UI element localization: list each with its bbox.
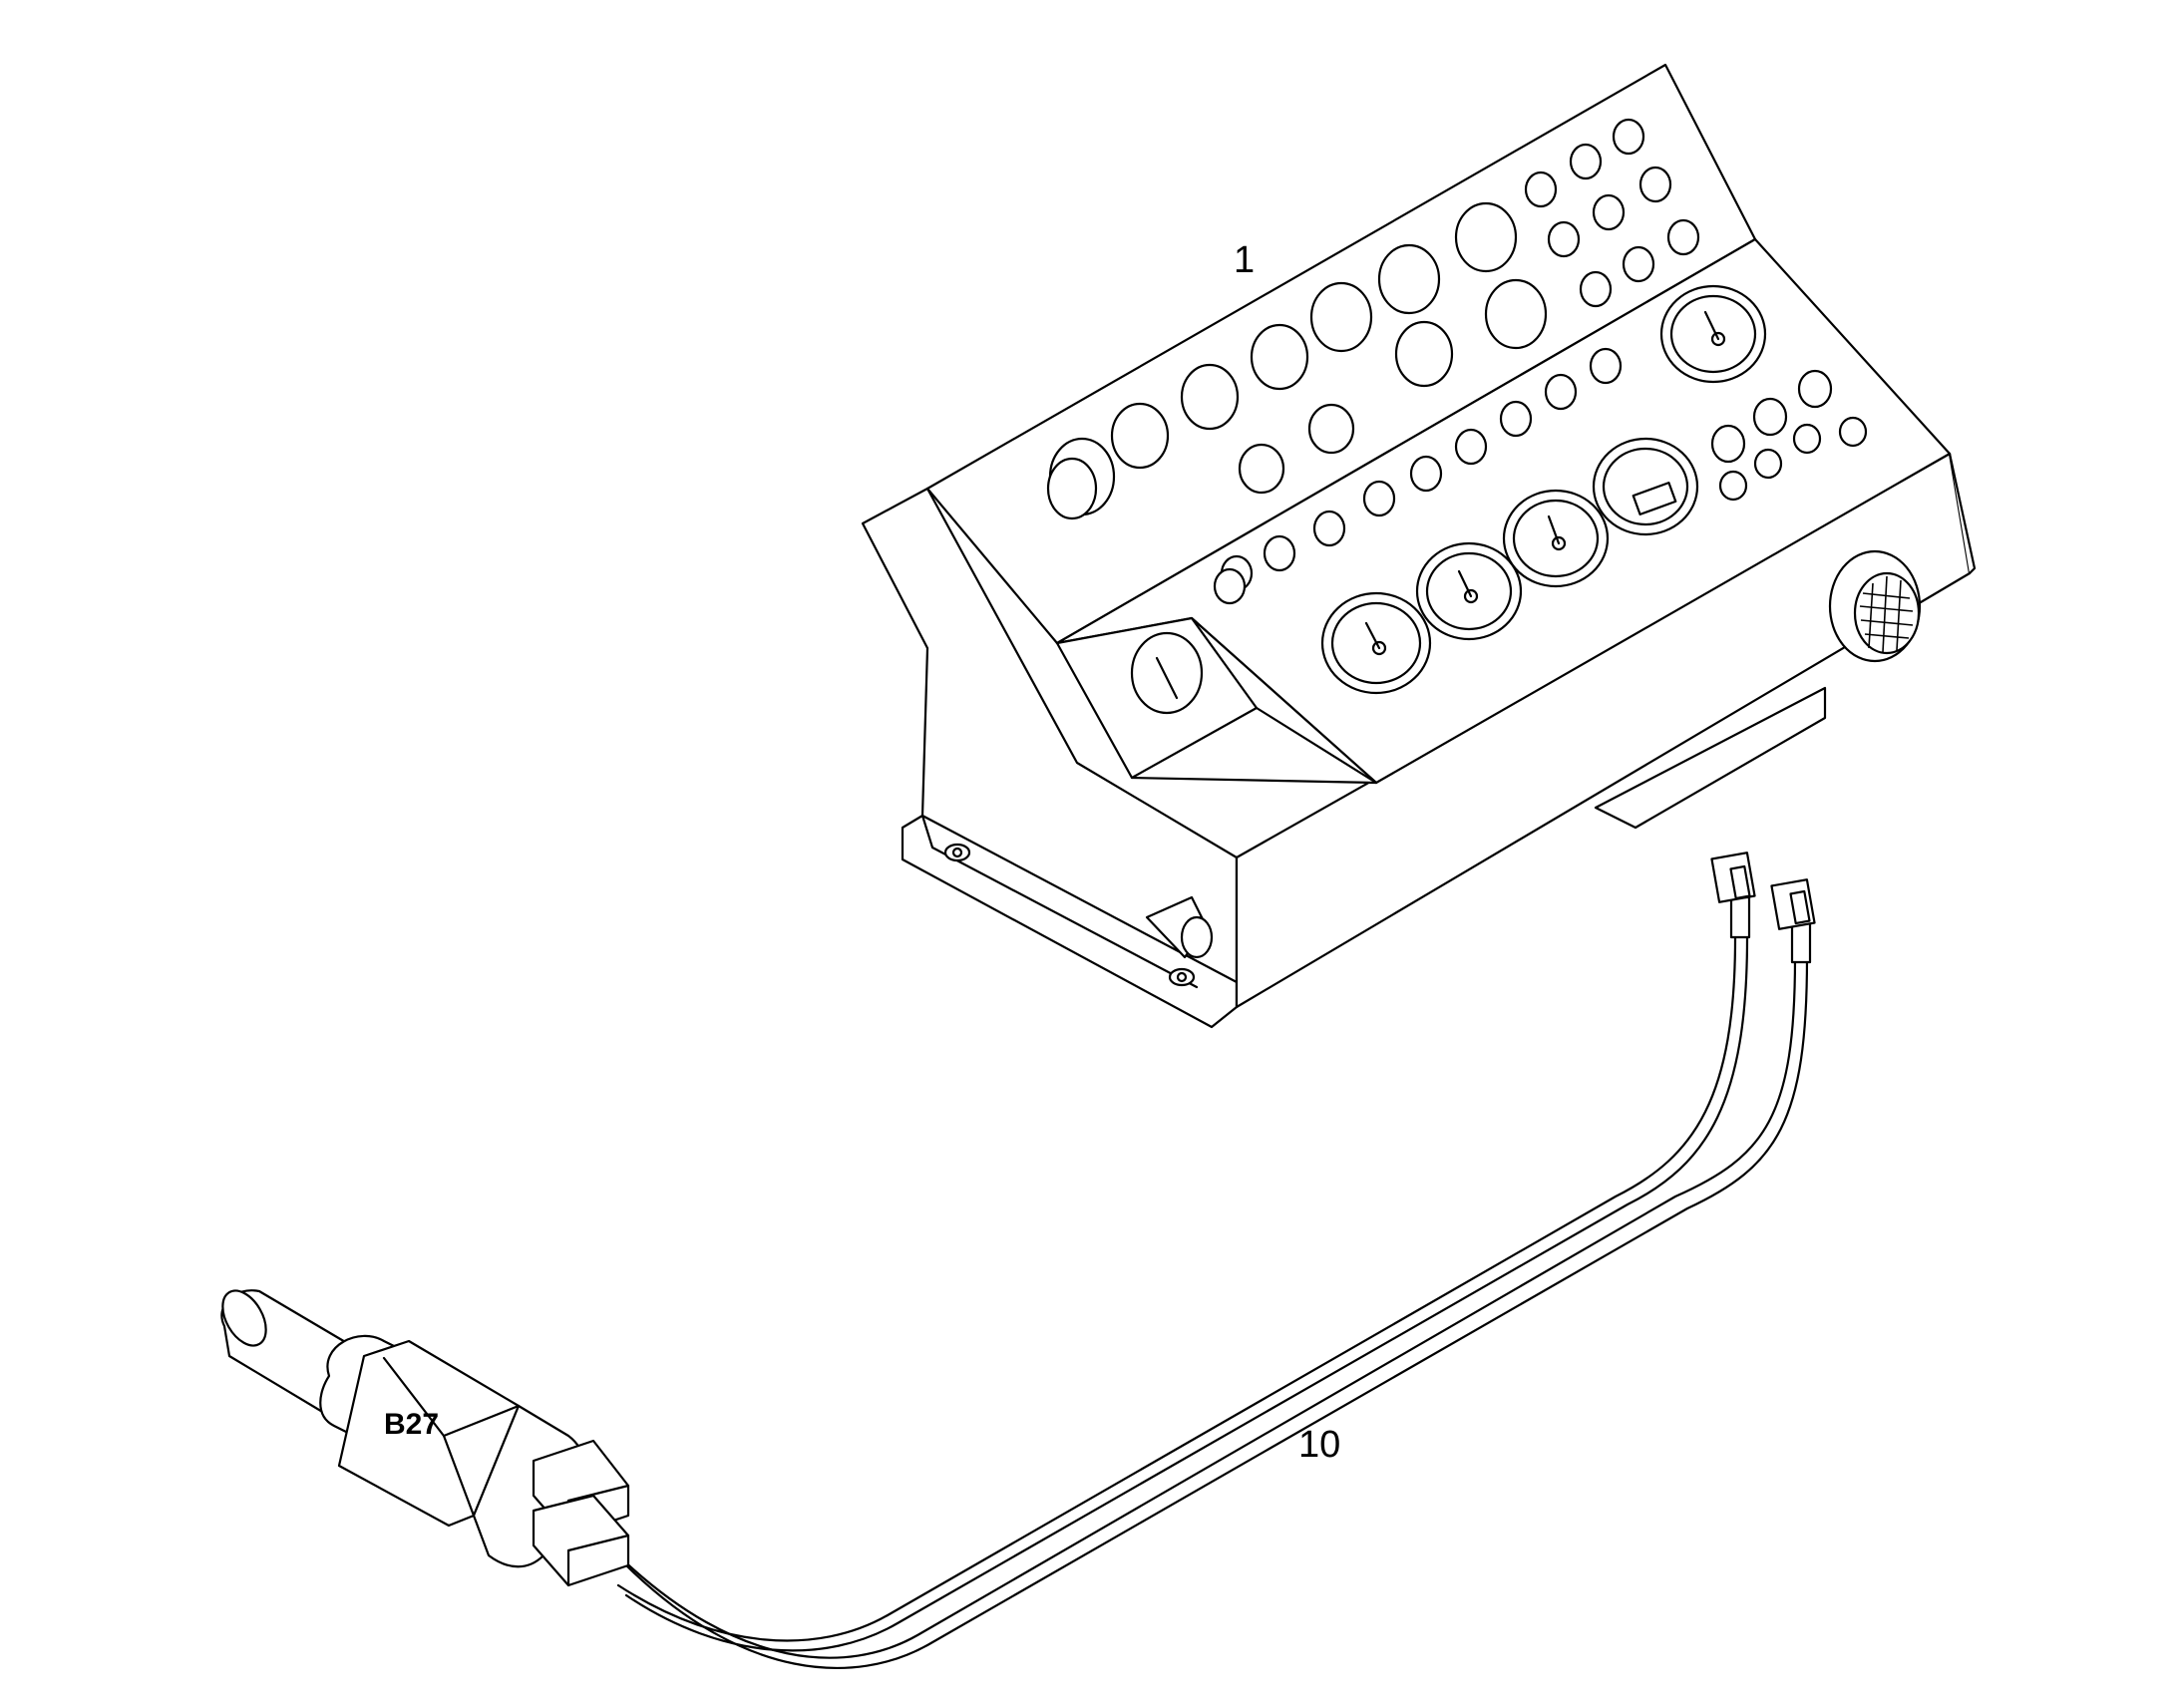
sensor-plug-housings: [532, 1439, 630, 1587]
mounting-screws: [943, 843, 1196, 987]
side-knob: [1145, 895, 1214, 959]
callout-10: 10: [1298, 1424, 1340, 1466]
spade-terminal-2: [1770, 878, 1816, 964]
temperature-sensor: B27: [220, 1289, 630, 1587]
spade-terminal-1: [1710, 852, 1756, 939]
callout-1: 1: [1234, 239, 1255, 281]
panel-indicator-buttons: [1213, 347, 1623, 605]
gauge-3: [1502, 489, 1610, 588]
round-connector: [1828, 549, 1922, 663]
control-panel: [861, 63, 1977, 1029]
wire-harness: [616, 852, 1816, 1669]
panel-right-buttons: [1710, 369, 1868, 502]
panel-switch-openings: [1046, 118, 1700, 520]
harness-wire-1: [616, 935, 1737, 1642]
panel-gauges: [1320, 284, 1767, 695]
panel-lower-box: [1594, 686, 1827, 830]
gauge-4: [1592, 437, 1699, 536]
gauge-1: [1320, 591, 1432, 695]
gauge-5: [1659, 284, 1767, 384]
key-switch: [1130, 631, 1204, 715]
harness-wire-2: [616, 955, 1797, 1659]
gauge-2: [1415, 541, 1523, 641]
sensor-label-b27: B27: [384, 1408, 439, 1441]
